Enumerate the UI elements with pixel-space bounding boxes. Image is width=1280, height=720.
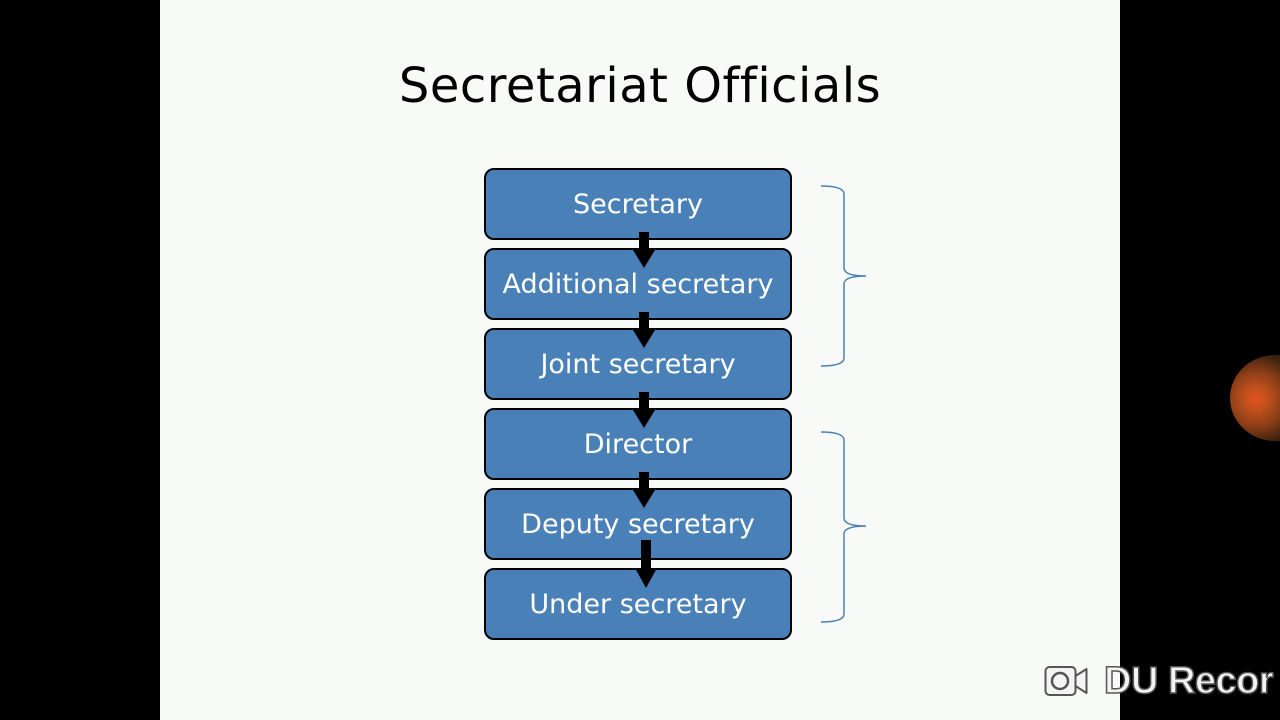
right-brace-lower <box>820 431 867 623</box>
right-brace-upper <box>820 185 867 367</box>
hierarchy-box-deputy-secretary: Deputy secretary <box>484 488 792 560</box>
hierarchy-box-director: Director <box>484 408 792 480</box>
presentation-slide: Secretariat Officials Secretary Addition… <box>160 0 1120 720</box>
recording-bubble[interactable] <box>1230 355 1280 441</box>
video-camera-icon <box>1044 666 1088 696</box>
slide-title: Secretariat Officials <box>398 58 882 114</box>
hierarchy-box-secretary: Secretary <box>484 168 792 240</box>
watermark-text: DU Recor <box>1103 659 1274 703</box>
hierarchy-box-joint-secretary: Joint secretary <box>484 328 792 400</box>
hierarchy-box-additional-secretary: Additional secretary <box>484 248 792 320</box>
recorder-watermark: DU Recor <box>1044 656 1280 706</box>
hierarchy-box-under-secretary: Under secretary <box>484 568 792 640</box>
